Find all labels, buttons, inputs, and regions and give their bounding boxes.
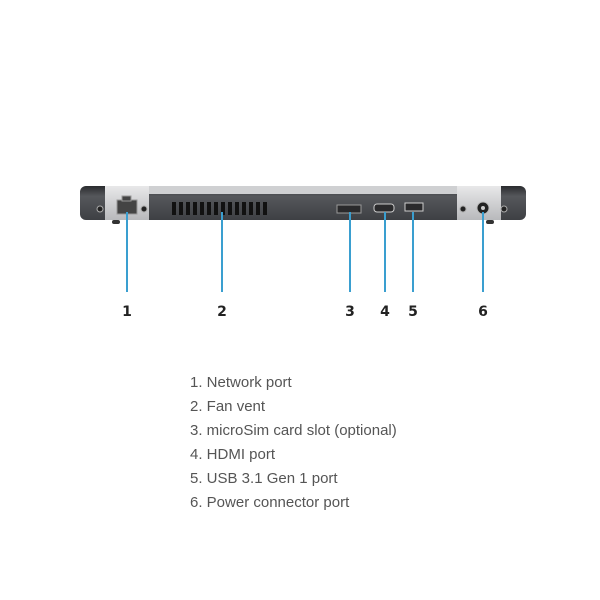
legend-item: 4. HDMI port: [190, 446, 276, 463]
power-port-icon: [476, 201, 490, 215]
laptop-back-panel: [80, 186, 526, 224]
fan-vent-icon: [172, 202, 267, 215]
screw-icon: [96, 205, 508, 213]
callout-number-1: 1: [122, 304, 132, 320]
hdmi-port-icon: [373, 203, 395, 213]
legend-item: 5. USB 3.1 Gen 1 port: [190, 470, 338, 487]
legend-item: 6. Power connector port: [190, 494, 350, 511]
usb-port-icon: [404, 202, 424, 212]
callout-number-4: 4: [380, 304, 390, 320]
legend-item: 1. Network port: [190, 374, 292, 391]
callout-number-3: 3: [345, 304, 355, 320]
legend-item: 2. Fan vent: [190, 398, 266, 415]
callout-number-2: 2: [217, 304, 227, 320]
microsim-slot-icon: [336, 204, 362, 214]
callout-number-5: 5: [408, 304, 418, 320]
legend-list: 1. Network port 2. Fan vent 3. microSim …: [190, 374, 397, 518]
callout-number-6: 6: [478, 304, 488, 320]
legend-item: 3. microSim card slot (optional): [190, 422, 397, 439]
